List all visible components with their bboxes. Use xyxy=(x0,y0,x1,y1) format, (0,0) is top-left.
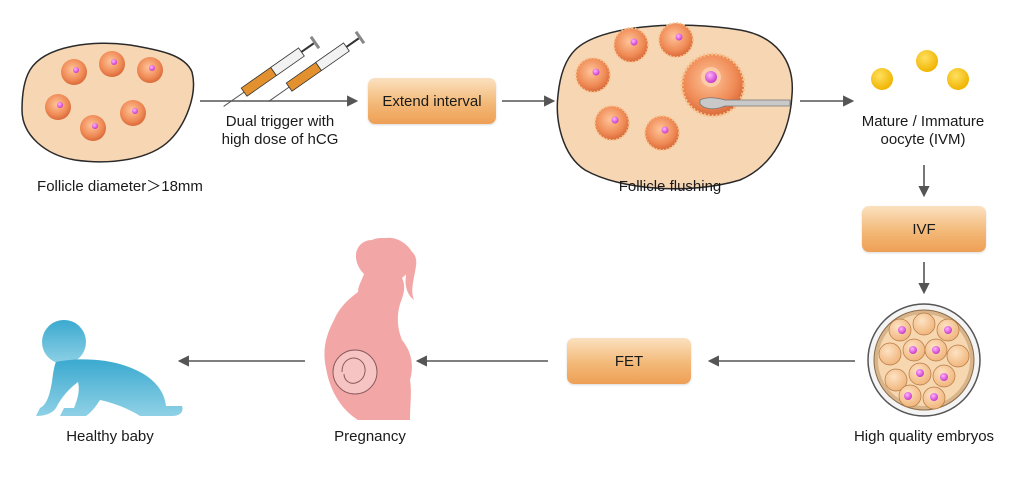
high-quality-embryos-label: High quality embryos xyxy=(853,428,995,445)
pregnant-woman-icon xyxy=(324,237,417,420)
ovary-flushing-icon xyxy=(556,22,794,190)
extend-interval-box: Extend interval xyxy=(368,78,496,124)
syringe-icon xyxy=(223,30,366,107)
oocyte-label-line2: oocyte (IVM) xyxy=(880,131,966,148)
follicle-flushing-label: Follicle flushing xyxy=(618,178,722,195)
crawling-baby-icon xyxy=(36,320,183,416)
follicle-diameter-label: Follicle diameter＞18mm xyxy=(37,178,203,195)
pregnancy-label: Pregnancy xyxy=(334,428,406,445)
dual-trigger-label-line1: Dual trigger with xyxy=(225,113,335,130)
ivf-box: IVF xyxy=(862,206,986,252)
dual-trigger-label-line2: high dose of hCG xyxy=(221,131,339,148)
embryo-icon xyxy=(867,303,981,417)
healthy-baby-label: Healthy baby xyxy=(66,428,154,445)
oocyte-label-line1: Mature / Immature xyxy=(861,113,985,130)
oocyte-icon xyxy=(871,50,969,90)
ovary-icon xyxy=(21,42,195,163)
fet-box: FET xyxy=(567,338,691,384)
